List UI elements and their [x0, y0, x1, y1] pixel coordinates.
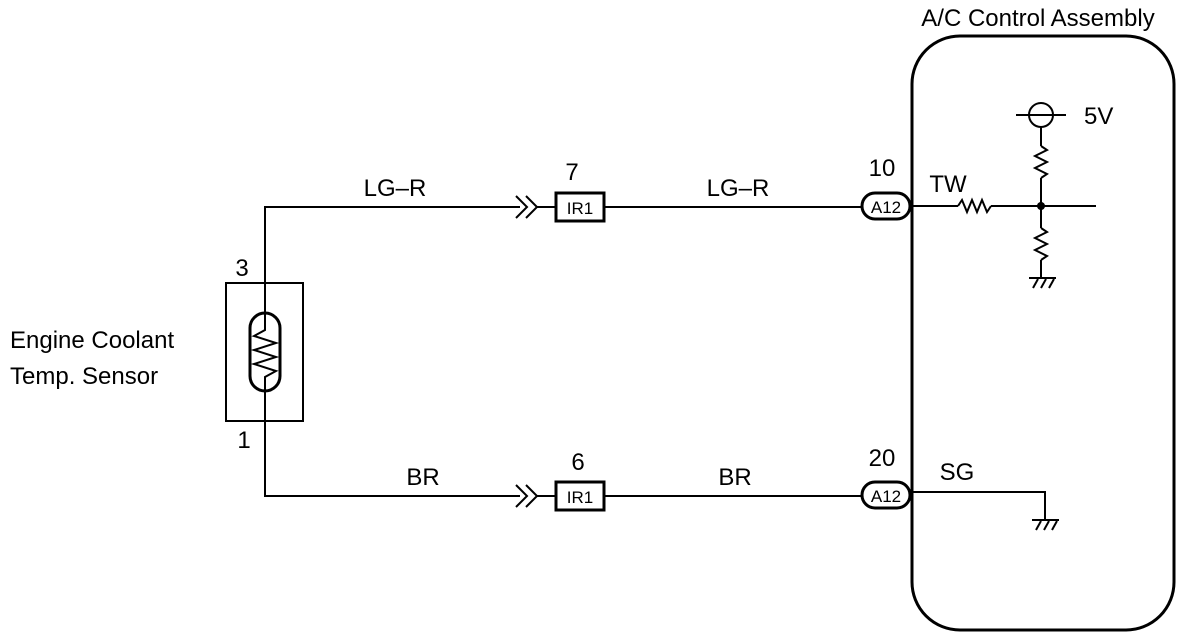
upper-wire-left: [264, 206, 520, 313]
thermistor-resistor-icon: [250, 313, 280, 391]
tw-label: TW: [929, 171, 967, 198]
lower-left-wire-color: BR: [406, 464, 439, 491]
pulldown-resistor-icon: [1032, 227, 1050, 261]
lower-ecu-connector: [860, 480, 912, 510]
tw-resistor-icon: [957, 197, 992, 215]
lower-ecu-pin: 20: [869, 445, 896, 472]
lower-right-wire-color: BR: [718, 464, 751, 491]
lower-wire-left: [264, 391, 520, 497]
sg-line: [910, 491, 1046, 520]
sg-label: SG: [940, 459, 975, 486]
upper-right-wire-color: LG–R: [707, 175, 770, 202]
lower-inline-pin: 6: [571, 449, 584, 476]
upper-ecu-connector-id: A12: [871, 198, 901, 217]
upper-connector-chevron-icon: [515, 195, 529, 219]
sensor-name-line2: Temp. Sensor: [10, 363, 158, 390]
ground-icon-lower: [1032, 519, 1059, 531]
sensor-name-line1: Engine Coolant: [10, 327, 174, 354]
upper-ecu-pin: 10: [869, 155, 896, 182]
upper-inline-connector-id: IR1: [567, 199, 593, 218]
lower-ecu-connector-id: A12: [871, 487, 901, 506]
pullup-resistor-icon: [1032, 145, 1050, 179]
lower-inline-connector-id: IR1: [567, 488, 593, 507]
lower-connector-chevron-icon: [515, 484, 529, 508]
upper-left-wire-color: LG–R: [364, 175, 427, 202]
sensor-pin-top: 3: [235, 255, 248, 282]
sensor-pin-bottom: 1: [237, 427, 250, 454]
ground-icon-upper: [1029, 277, 1056, 289]
assembly-title: A/C Control Assembly: [921, 5, 1154, 32]
supply-voltage: 5V: [1084, 103, 1113, 130]
upper-inline-pin: 7: [565, 159, 578, 186]
ac-control-assembly-box: [910, 34, 1176, 632]
